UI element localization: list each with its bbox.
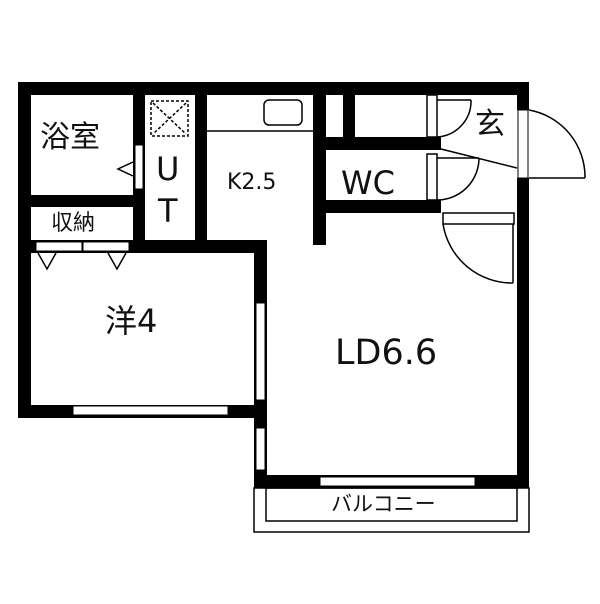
room-label-entrance: 玄	[475, 107, 505, 142]
room-label-western: 洋4	[105, 302, 158, 340]
room-label-living: LD6.6	[335, 333, 438, 373]
room-label-utility-t: T	[158, 192, 178, 230]
room-label-balcony: バルコニー	[331, 492, 436, 516]
balcony	[253, 487, 530, 533]
entrance-doors	[426, 94, 586, 284]
kitchen-counter	[207, 99, 313, 132]
windows	[35, 109, 529, 487]
room-label-utility-u: U	[156, 150, 180, 188]
room-label-storage: 収納	[51, 211, 96, 236]
room-label-kitchen: K2.5	[227, 170, 277, 195]
door-markers	[37, 161, 134, 271]
sink-icon	[263, 99, 303, 126]
room-label-bath: 浴室	[40, 120, 100, 155]
room-label-wc: WC	[341, 164, 395, 202]
washer-pan-icon	[150, 100, 189, 137]
